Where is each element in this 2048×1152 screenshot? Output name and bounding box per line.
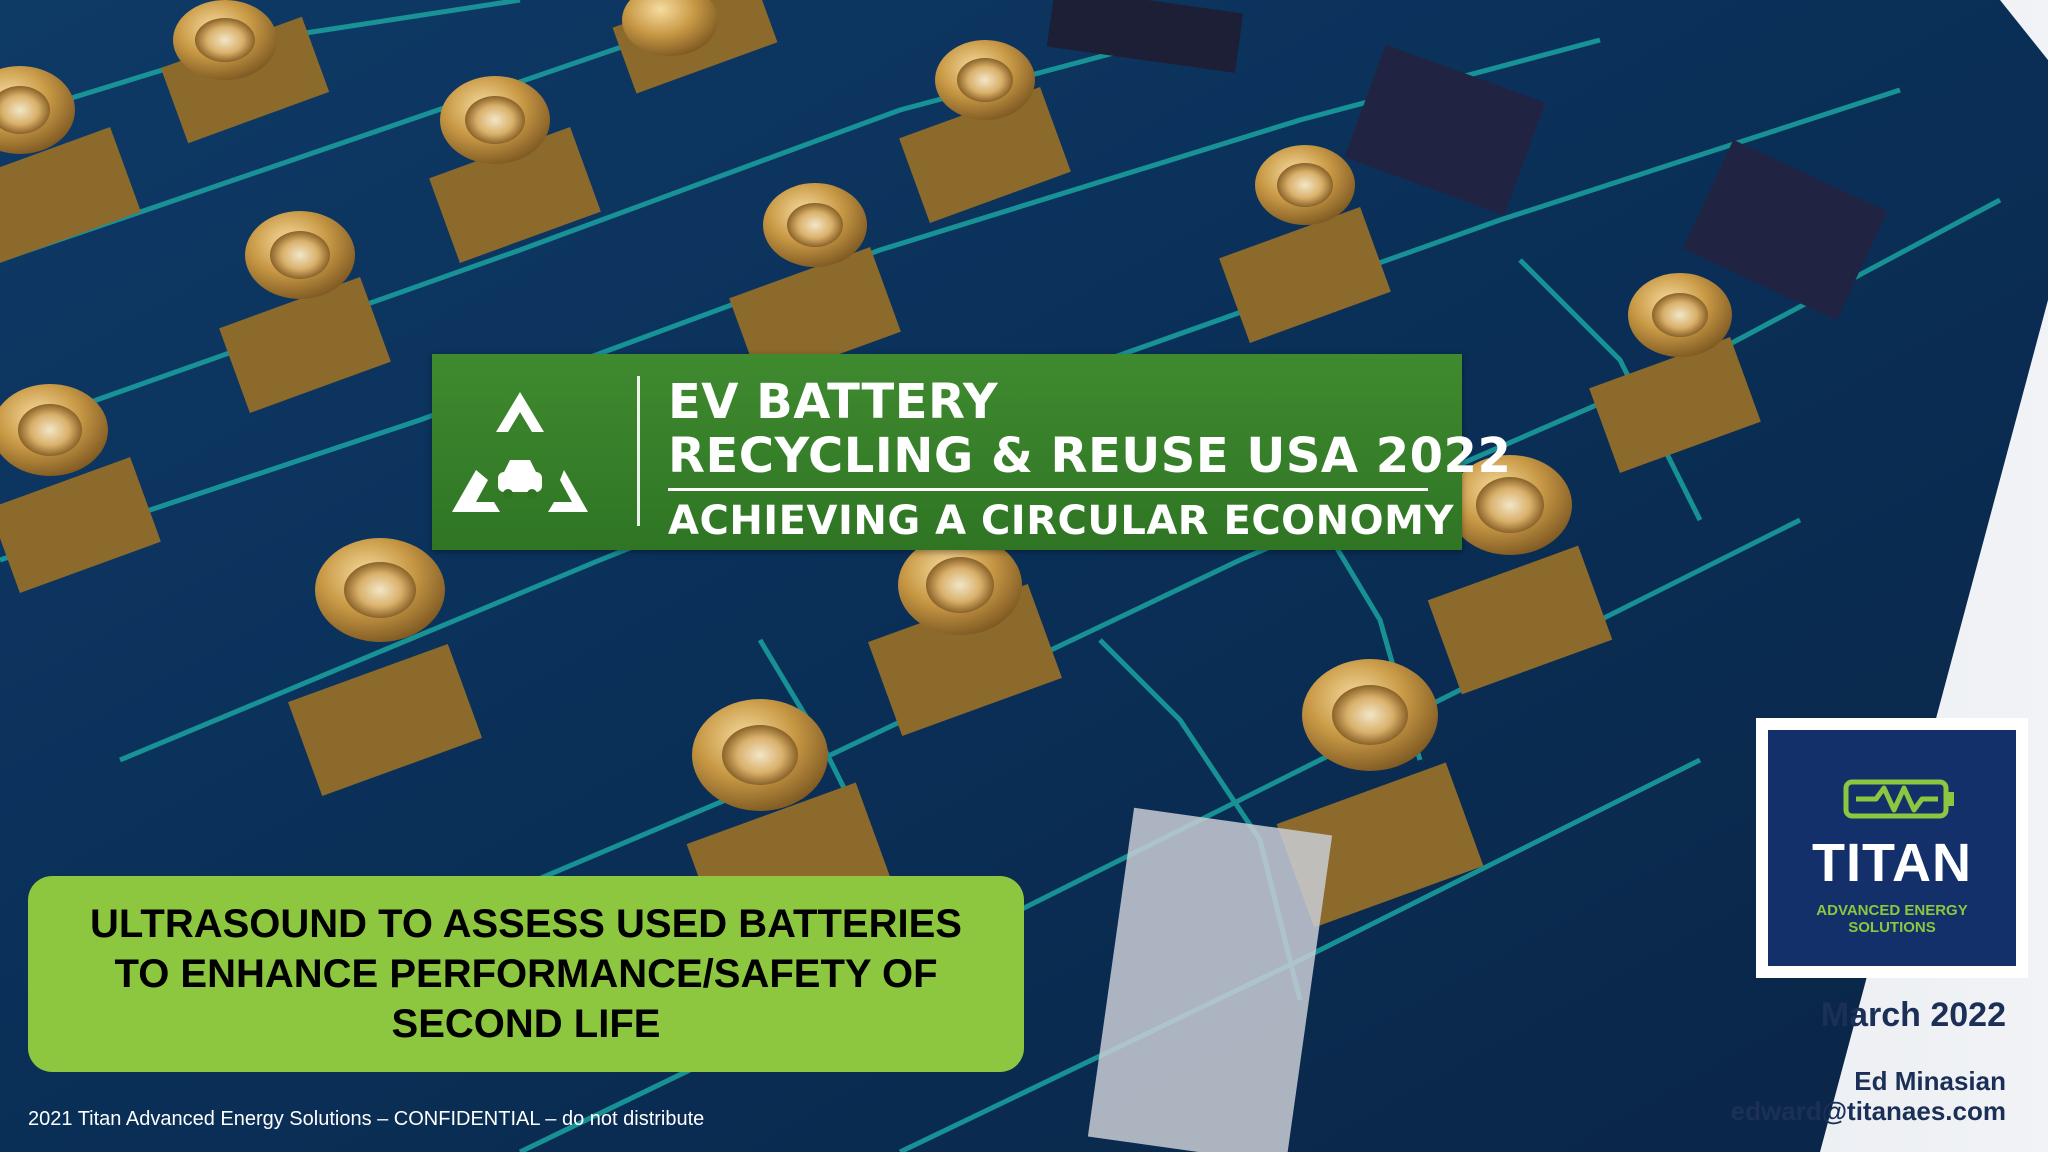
event-title-line2: RECYCLING & REUSE USA 2022	[668, 428, 1512, 484]
recycle-car-icon	[452, 392, 588, 512]
event-banner: EV BATTERY RECYCLING & REUSE USA 2022 AC…	[432, 354, 1511, 550]
presenter-name: Ed Minasian	[1854, 1066, 2006, 1096]
titan-logo-panel: TITAN ADVANCED ENERGY SOLUTIONS	[1768, 730, 2016, 966]
talk-title-box: ULTRASOUND TO ASSESS USED BATTERIES TO E…	[28, 876, 1024, 1072]
event-title-line1: EV BATTERY	[668, 374, 999, 430]
banner-divider	[637, 376, 640, 526]
talk-title-line3: SECOND LIFE	[391, 1002, 661, 1046]
talk-title-line1: ULTRASOUND TO ASSESS USED BATTERIES	[90, 902, 962, 946]
titan-tagline-line2: SOLUTIONS	[1848, 919, 1936, 936]
titan-tagline-line1: ADVANCED ENERGY	[1816, 902, 1968, 919]
talk-title-line2: TO ENHANCE PERFORMANCE/SAFETY OF	[114, 952, 938, 996]
battery-pulse-icon	[1843, 779, 1954, 819]
titan-logo: TITAN ADVANCED ENERGY SOLUTIONS	[1756, 718, 2028, 978]
event-tagline: ACHIEVING A CIRCULAR ECONOMY	[668, 498, 1454, 544]
presenter-email[interactable]: edward@titanaes.com	[1730, 1096, 2006, 1126]
titan-tagline: ADVANCED ENERGY SOLUTIONS	[1768, 902, 2016, 936]
talk-title: ULTRASOUND TO ASSESS USED BATTERIES TO E…	[76, 899, 976, 1049]
titan-wordmark: TITAN	[1812, 833, 1972, 893]
confidential-footer: 2021 Titan Advanced Energy Solutions – C…	[28, 1108, 705, 1130]
banner-rule	[668, 488, 1428, 491]
presentation-date: March 2022	[1820, 996, 2006, 1034]
